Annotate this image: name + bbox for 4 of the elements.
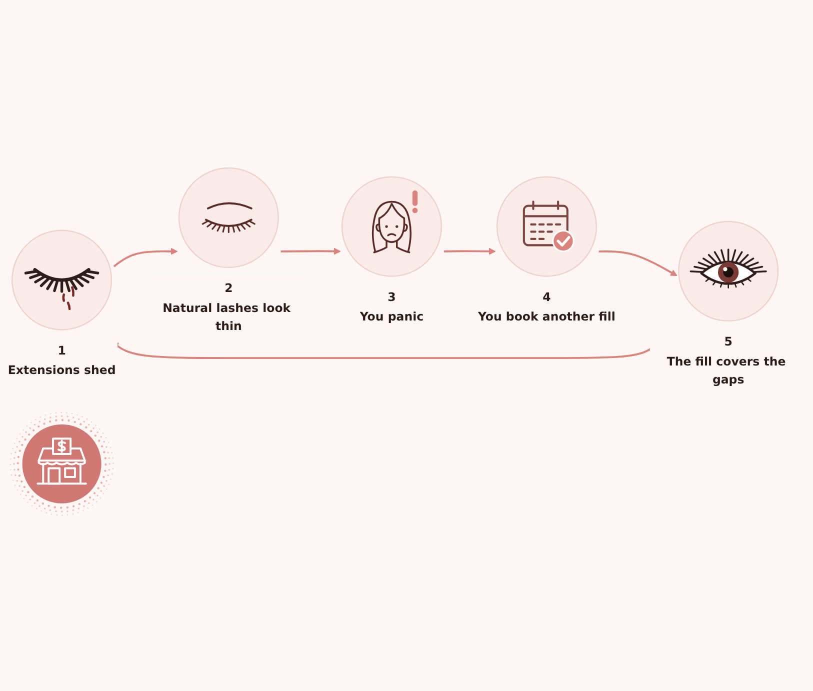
arrow [280,248,341,255]
arrow [113,248,178,268]
arrow [444,248,496,255]
arrow [598,250,678,276]
